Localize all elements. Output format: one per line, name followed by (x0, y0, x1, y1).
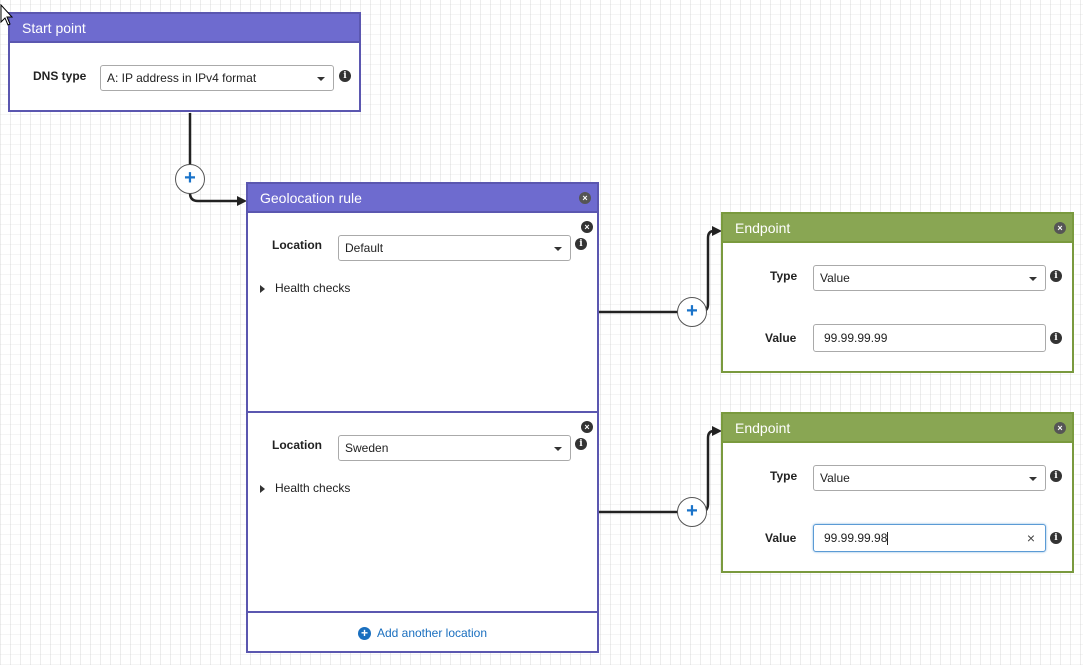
start-point-node: Start point DNS type A: IP address in IP… (8, 12, 361, 112)
location-select[interactable]: Default (338, 235, 571, 261)
info-icon[interactable]: i (575, 238, 587, 250)
plus-icon: + (357, 627, 371, 641)
plus-icon: + (184, 167, 196, 189)
geolocation-rule-node: Geolocation rule × × Location Default i … (246, 182, 599, 653)
type-value: Value (820, 471, 850, 485)
value-label: Value (765, 531, 797, 545)
chevron-down-icon (1029, 277, 1037, 281)
dns-type-label: DNS type (33, 69, 87, 83)
geolocation-rule-title: Geolocation rule (260, 190, 362, 206)
type-select[interactable]: Value (813, 465, 1046, 491)
chevron-down-icon (554, 447, 562, 451)
chevron-down-icon (317, 77, 325, 81)
endpoint-header: Endpoint × (723, 214, 1072, 243)
close-icon[interactable]: × (1054, 422, 1066, 434)
chevron-down-icon (1029, 477, 1037, 481)
value-label: Value (765, 331, 797, 345)
info-icon[interactable]: i (1050, 332, 1062, 344)
triangle-right-icon (260, 284, 265, 293)
type-select[interactable]: Value (813, 265, 1046, 291)
endpoint-node: Endpoint × Type Value i Value 99.99.99.9… (721, 412, 1074, 573)
start-point-header: Start point (10, 14, 359, 43)
triangle-right-icon (260, 484, 265, 493)
close-icon[interactable]: × (1054, 222, 1066, 234)
plus-icon: + (686, 300, 698, 322)
location-label: Location (272, 238, 322, 252)
remove-location-close-icon[interactable]: × (581, 421, 593, 433)
clear-input-close-icon[interactable]: × (1026, 530, 1035, 546)
text-cursor (887, 532, 889, 546)
geolocation-rule-header: Geolocation rule × (248, 184, 597, 213)
add-rule-button[interactable]: + (175, 164, 205, 194)
type-label: Type (770, 469, 798, 483)
add-endpoint-button[interactable]: + (677, 297, 707, 327)
dns-type-value: A: IP address in IPv4 format (107, 71, 257, 85)
mouse-cursor-icon (0, 4, 14, 26)
location-label: Location (272, 438, 322, 452)
info-icon[interactable]: i (1050, 470, 1062, 482)
location-value: Default (345, 241, 384, 255)
plus-icon: + (686, 500, 698, 522)
health-checks-toggle[interactable]: Health checks (260, 281, 350, 295)
value-text: 99.99.99.99 (824, 331, 888, 345)
close-icon[interactable]: × (579, 192, 591, 204)
value-input[interactable]: 99.99.99.99 (813, 324, 1046, 352)
endpoint-title: Endpoint (735, 220, 791, 236)
add-another-location-link[interactable]: + Add another location (248, 626, 597, 641)
endpoint-node: Endpoint × Type Value i Value 99.99.99.9… (721, 212, 1074, 373)
location-section-sweden: × Location Sweden i Health checks (248, 413, 597, 613)
info-icon[interactable]: i (1050, 532, 1062, 544)
endpoint-header: Endpoint × (723, 414, 1072, 443)
dns-type-select[interactable]: A: IP address in IPv4 format (100, 65, 334, 91)
type-value: Value (820, 271, 850, 285)
add-another-location-label: Add another location (376, 626, 488, 640)
endpoint-title: Endpoint (735, 420, 791, 436)
info-icon[interactable]: i (339, 70, 351, 82)
value-text: 99.99.99.98 (824, 531, 888, 545)
remove-location-close-icon[interactable]: × (581, 221, 593, 233)
info-icon[interactable]: i (575, 438, 587, 450)
location-section-default: × Location Default i Health checks (248, 213, 597, 413)
value-input[interactable]: 99.99.99.98 × (813, 524, 1046, 552)
chevron-down-icon (554, 247, 562, 251)
location-select[interactable]: Sweden (338, 435, 571, 461)
add-endpoint-button[interactable]: + (677, 497, 707, 527)
location-value: Sweden (345, 441, 389, 455)
health-checks-toggle[interactable]: Health checks (260, 481, 350, 495)
health-checks-label: Health checks (275, 481, 351, 495)
info-icon[interactable]: i (1050, 270, 1062, 282)
type-label: Type (770, 269, 798, 283)
health-checks-label: Health checks (275, 281, 351, 295)
